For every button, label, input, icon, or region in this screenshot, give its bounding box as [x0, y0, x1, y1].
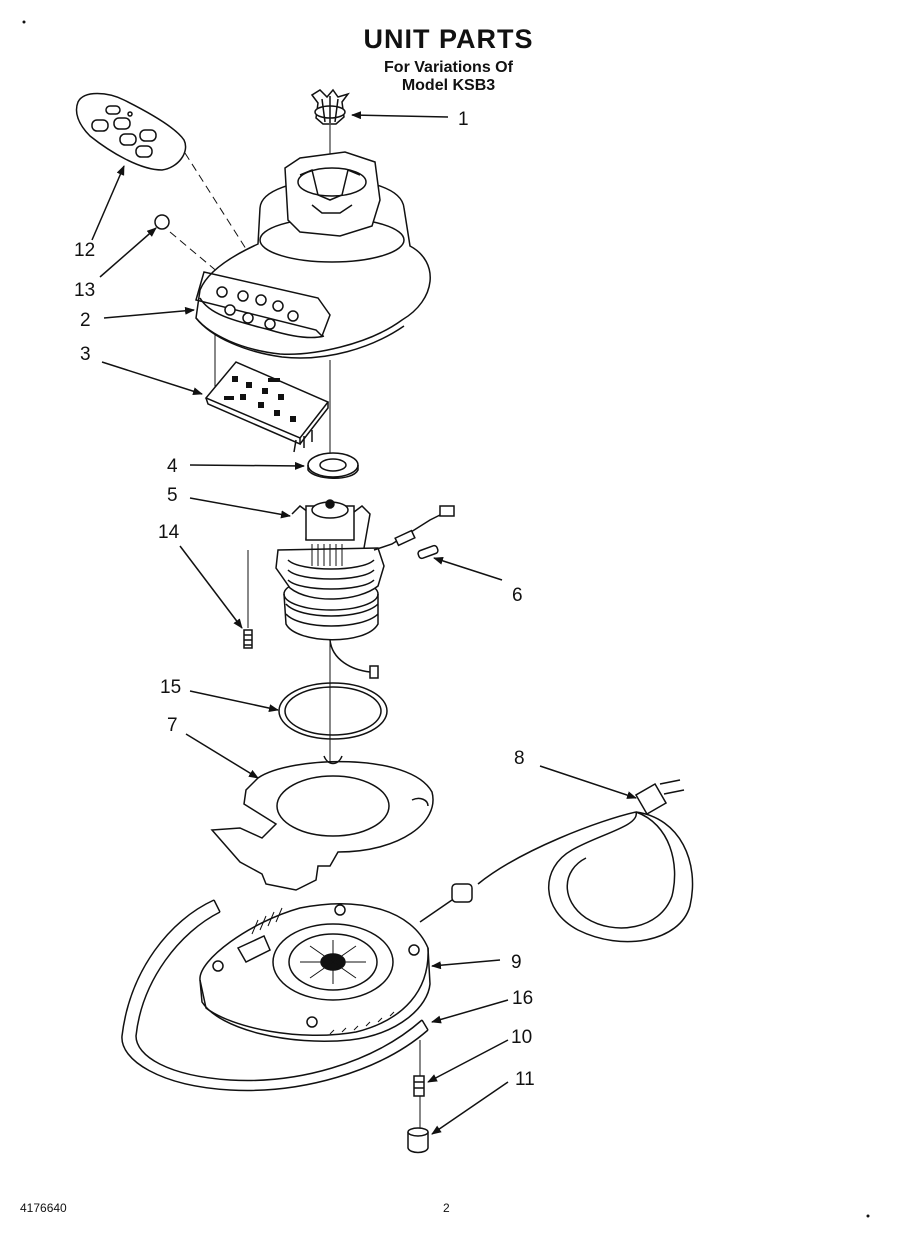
base-screw-part — [413, 1075, 425, 1097]
callout-12: 12 — [74, 240, 95, 261]
leader-arrows — [91, 111, 637, 1135]
insulator-part — [210, 755, 434, 891]
motor-screw-part — [243, 550, 253, 649]
callout-2: 2 — [80, 310, 91, 331]
callout-9: 9 — [511, 952, 522, 973]
motor-part — [275, 499, 455, 679]
motor-housing-part — [195, 151, 431, 359]
margin-marks — [22, 20, 870, 1218]
callout-16: 16 — [512, 988, 533, 1009]
foot-part — [407, 1127, 429, 1154]
gasket-ring-part — [278, 682, 388, 740]
indicator-ball-part — [154, 214, 170, 230]
document-number: 4176640 — [20, 1201, 67, 1215]
button-overlay-part — [75, 92, 187, 171]
callout-15: 15 — [160, 677, 181, 698]
trim-band-part — [121, 899, 429, 1092]
callout-5: 5 — [167, 485, 178, 506]
page-number: 2 — [443, 1201, 450, 1215]
callout-13: 13 — [74, 280, 95, 301]
control-board-part — [204, 361, 330, 453]
callout-10: 10 — [511, 1027, 532, 1048]
callout-14: 14 — [158, 522, 180, 543]
drive-coupling-part — [310, 88, 350, 125]
panel-buttons — [216, 286, 299, 330]
callout-8: 8 — [514, 748, 525, 769]
callout-1: 1 — [458, 109, 469, 130]
subtitle-variations: For Variations Of — [384, 59, 513, 76]
power-cord-part — [419, 779, 694, 943]
washer-part — [307, 452, 359, 479]
callout-11: 11 — [515, 1069, 535, 1090]
callout-labels: 1 2 3 4 5 6 7 8 9 10 11 12 13 14 15 16 — [74, 109, 535, 1090]
base-part — [199, 903, 431, 1042]
callout-6: 6 — [512, 585, 523, 606]
callout-7: 7 — [167, 715, 178, 736]
page-title: UNIT PARTS — [363, 24, 534, 54]
callout-4: 4 — [167, 456, 178, 477]
callout-3: 3 — [80, 344, 91, 365]
subtitle-model: Model KSB3 — [401, 77, 496, 94]
fuse-part — [417, 544, 439, 560]
